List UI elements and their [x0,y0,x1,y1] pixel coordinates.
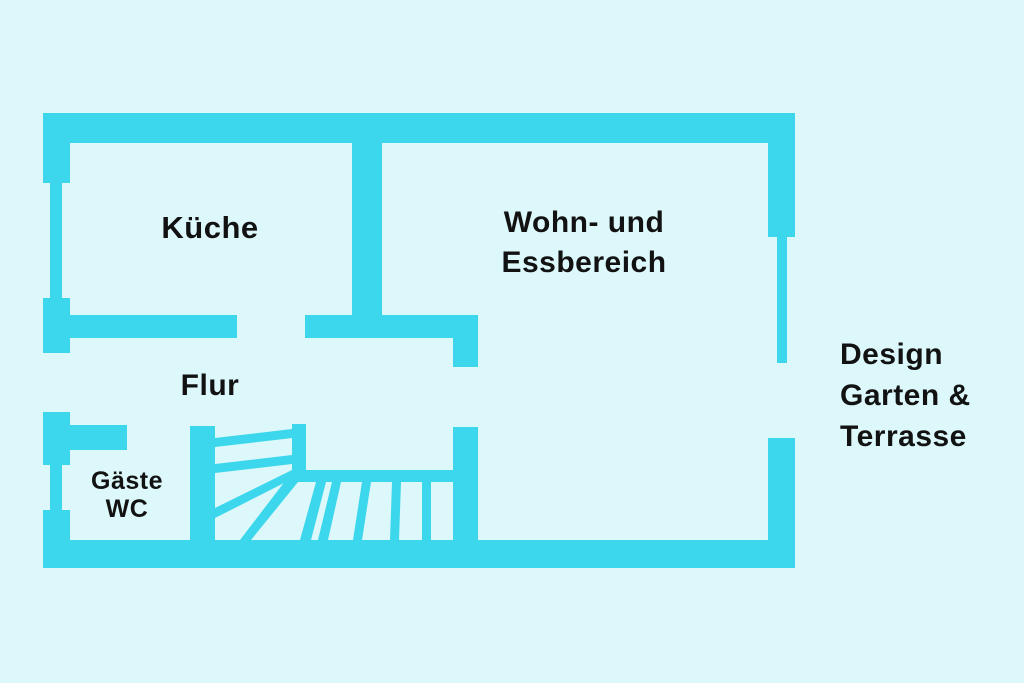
stairs-railing-bar-1 [215,429,292,447]
wall-hallway-nib [453,338,478,367]
living-dining-label-line1: Wohn- und [503,206,665,239]
wall-left-lower [43,412,70,465]
living-dining-label: Wohn- und Essbereich [501,203,666,283]
stairs-railing-bar-2 [215,455,292,473]
living-dining-label-line2: Essbereich [501,246,667,279]
stairs-diagonal-rail [215,470,292,518]
wall-wc-top [70,425,127,450]
hallway-label-text: Flur [180,369,240,402]
window-left-lower [50,465,62,510]
hallway-label: Flur [181,369,240,403]
garden-terrace-label: Design Garten & Terrasse [840,334,971,457]
guest-wc-label-line2: WC [105,495,149,523]
stairs-tread-1 [240,476,298,540]
stairs-rail [292,470,453,482]
wall-hallway-top [305,315,478,338]
stairs-tread-3 [318,482,341,540]
wall-right-upper [768,113,795,237]
stairs-left-post [190,426,215,541]
garden-terrace-label-line1: Design [840,338,944,371]
garden-terrace-label-line3: Terrasse [840,420,967,453]
stairs-tread-4 [353,482,371,540]
wall-left-upper [43,113,70,183]
stairs-newel-post [292,424,306,473]
wall-top [43,113,795,143]
kitchen-label-text: Küche [161,210,259,245]
garden-terrace-label-line2: Garten & [840,379,971,412]
wall-kitchen-bottom [43,315,237,338]
wall-bottom [43,540,795,568]
stairs-right-wall [453,427,478,541]
window-left-upper [50,183,62,298]
stairs-tread-6 [422,482,431,540]
window-right [777,237,787,363]
kitchen-label: Küche [161,210,258,246]
guest-wc-label: Gäste WC [91,467,163,523]
stairs-tread-2 [300,482,326,540]
guest-wc-label-line1: Gäste [91,467,163,495]
stairs-tread-5 [390,482,401,540]
wall-kitchen-living-divider [352,143,382,315]
wall-right-lower [768,438,795,541]
